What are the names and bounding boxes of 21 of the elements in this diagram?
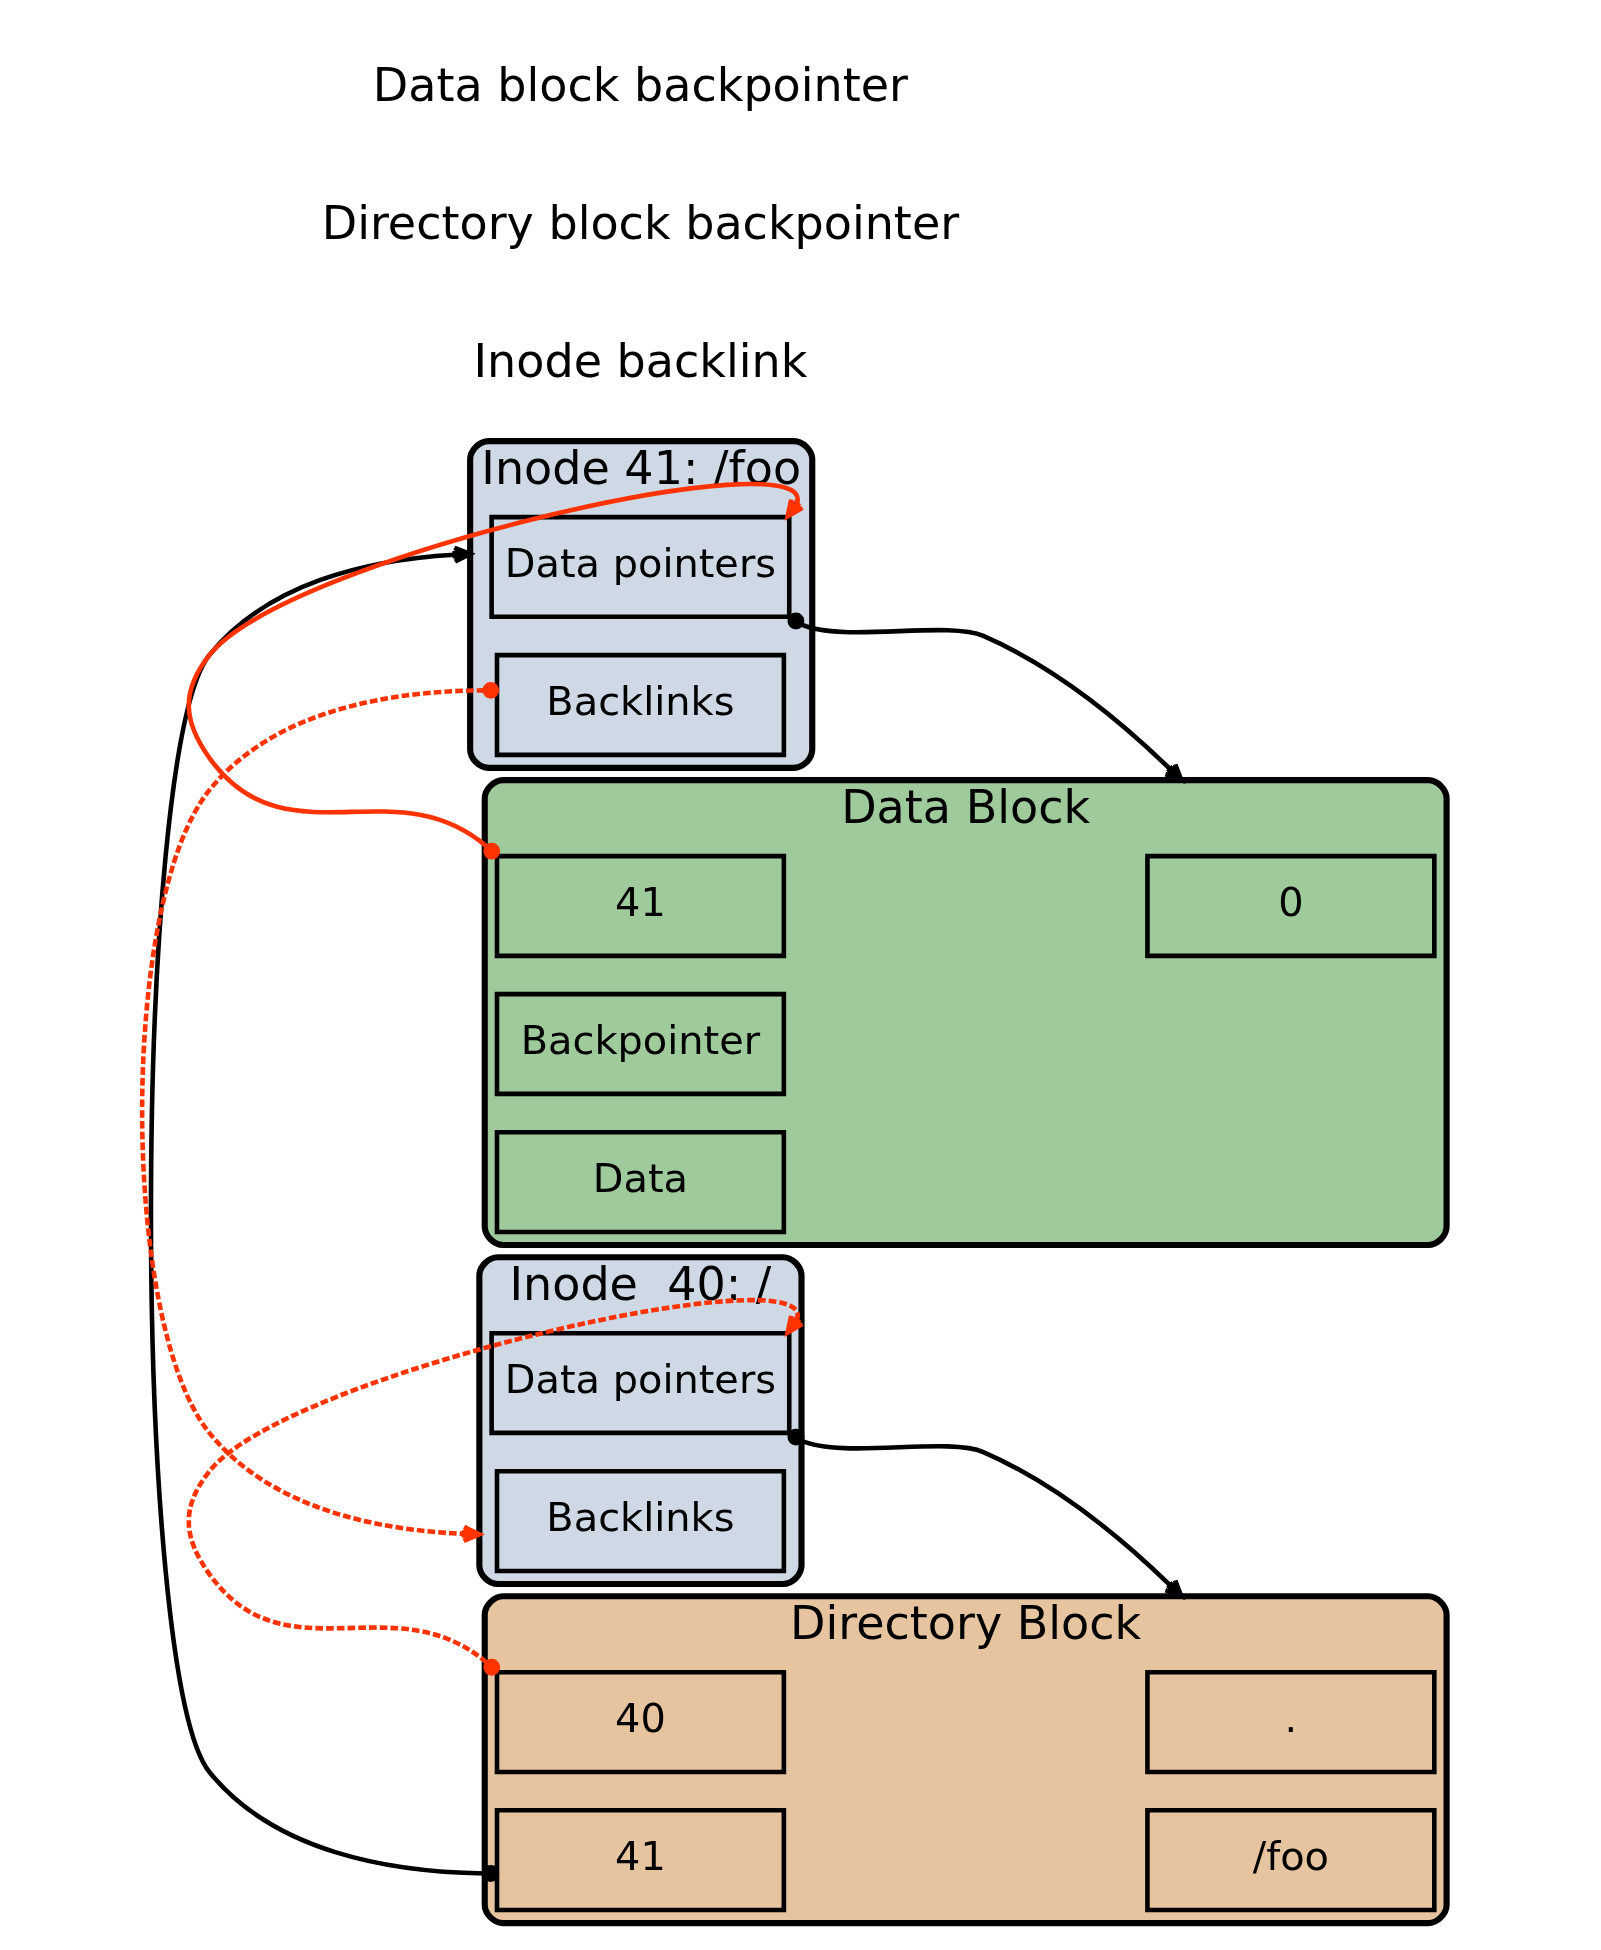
arrow	[186, 1298, 805, 1676]
node-box: 41	[494, 853, 787, 959]
node-box: Data	[494, 1129, 787, 1235]
legend-label: Data block backpointer	[372, 58, 909, 113]
legend-label: Inode backlink	[473, 334, 808, 389]
node-box: Backlinks	[494, 652, 787, 758]
node-box: /foo	[1145, 1808, 1437, 1913]
node-box: Data pointers	[489, 514, 792, 620]
node-box: 40	[494, 1669, 787, 1775]
node-box: Backlinks	[494, 1468, 787, 1574]
arrow	[787, 612, 1184, 783]
node-box: Backpointer	[494, 991, 787, 1097]
arrow	[148, 545, 500, 1882]
arrow	[139, 681, 500, 1544]
node-box: 0	[1145, 853, 1437, 959]
arrow	[787, 1428, 1184, 1599]
node-box: 41	[494, 1808, 787, 1913]
node-box: .	[1145, 1669, 1437, 1775]
node-box: Data pointers	[489, 1330, 792, 1436]
arrow	[186, 482, 805, 860]
legend-label: Directory block backpointer	[321, 196, 960, 251]
